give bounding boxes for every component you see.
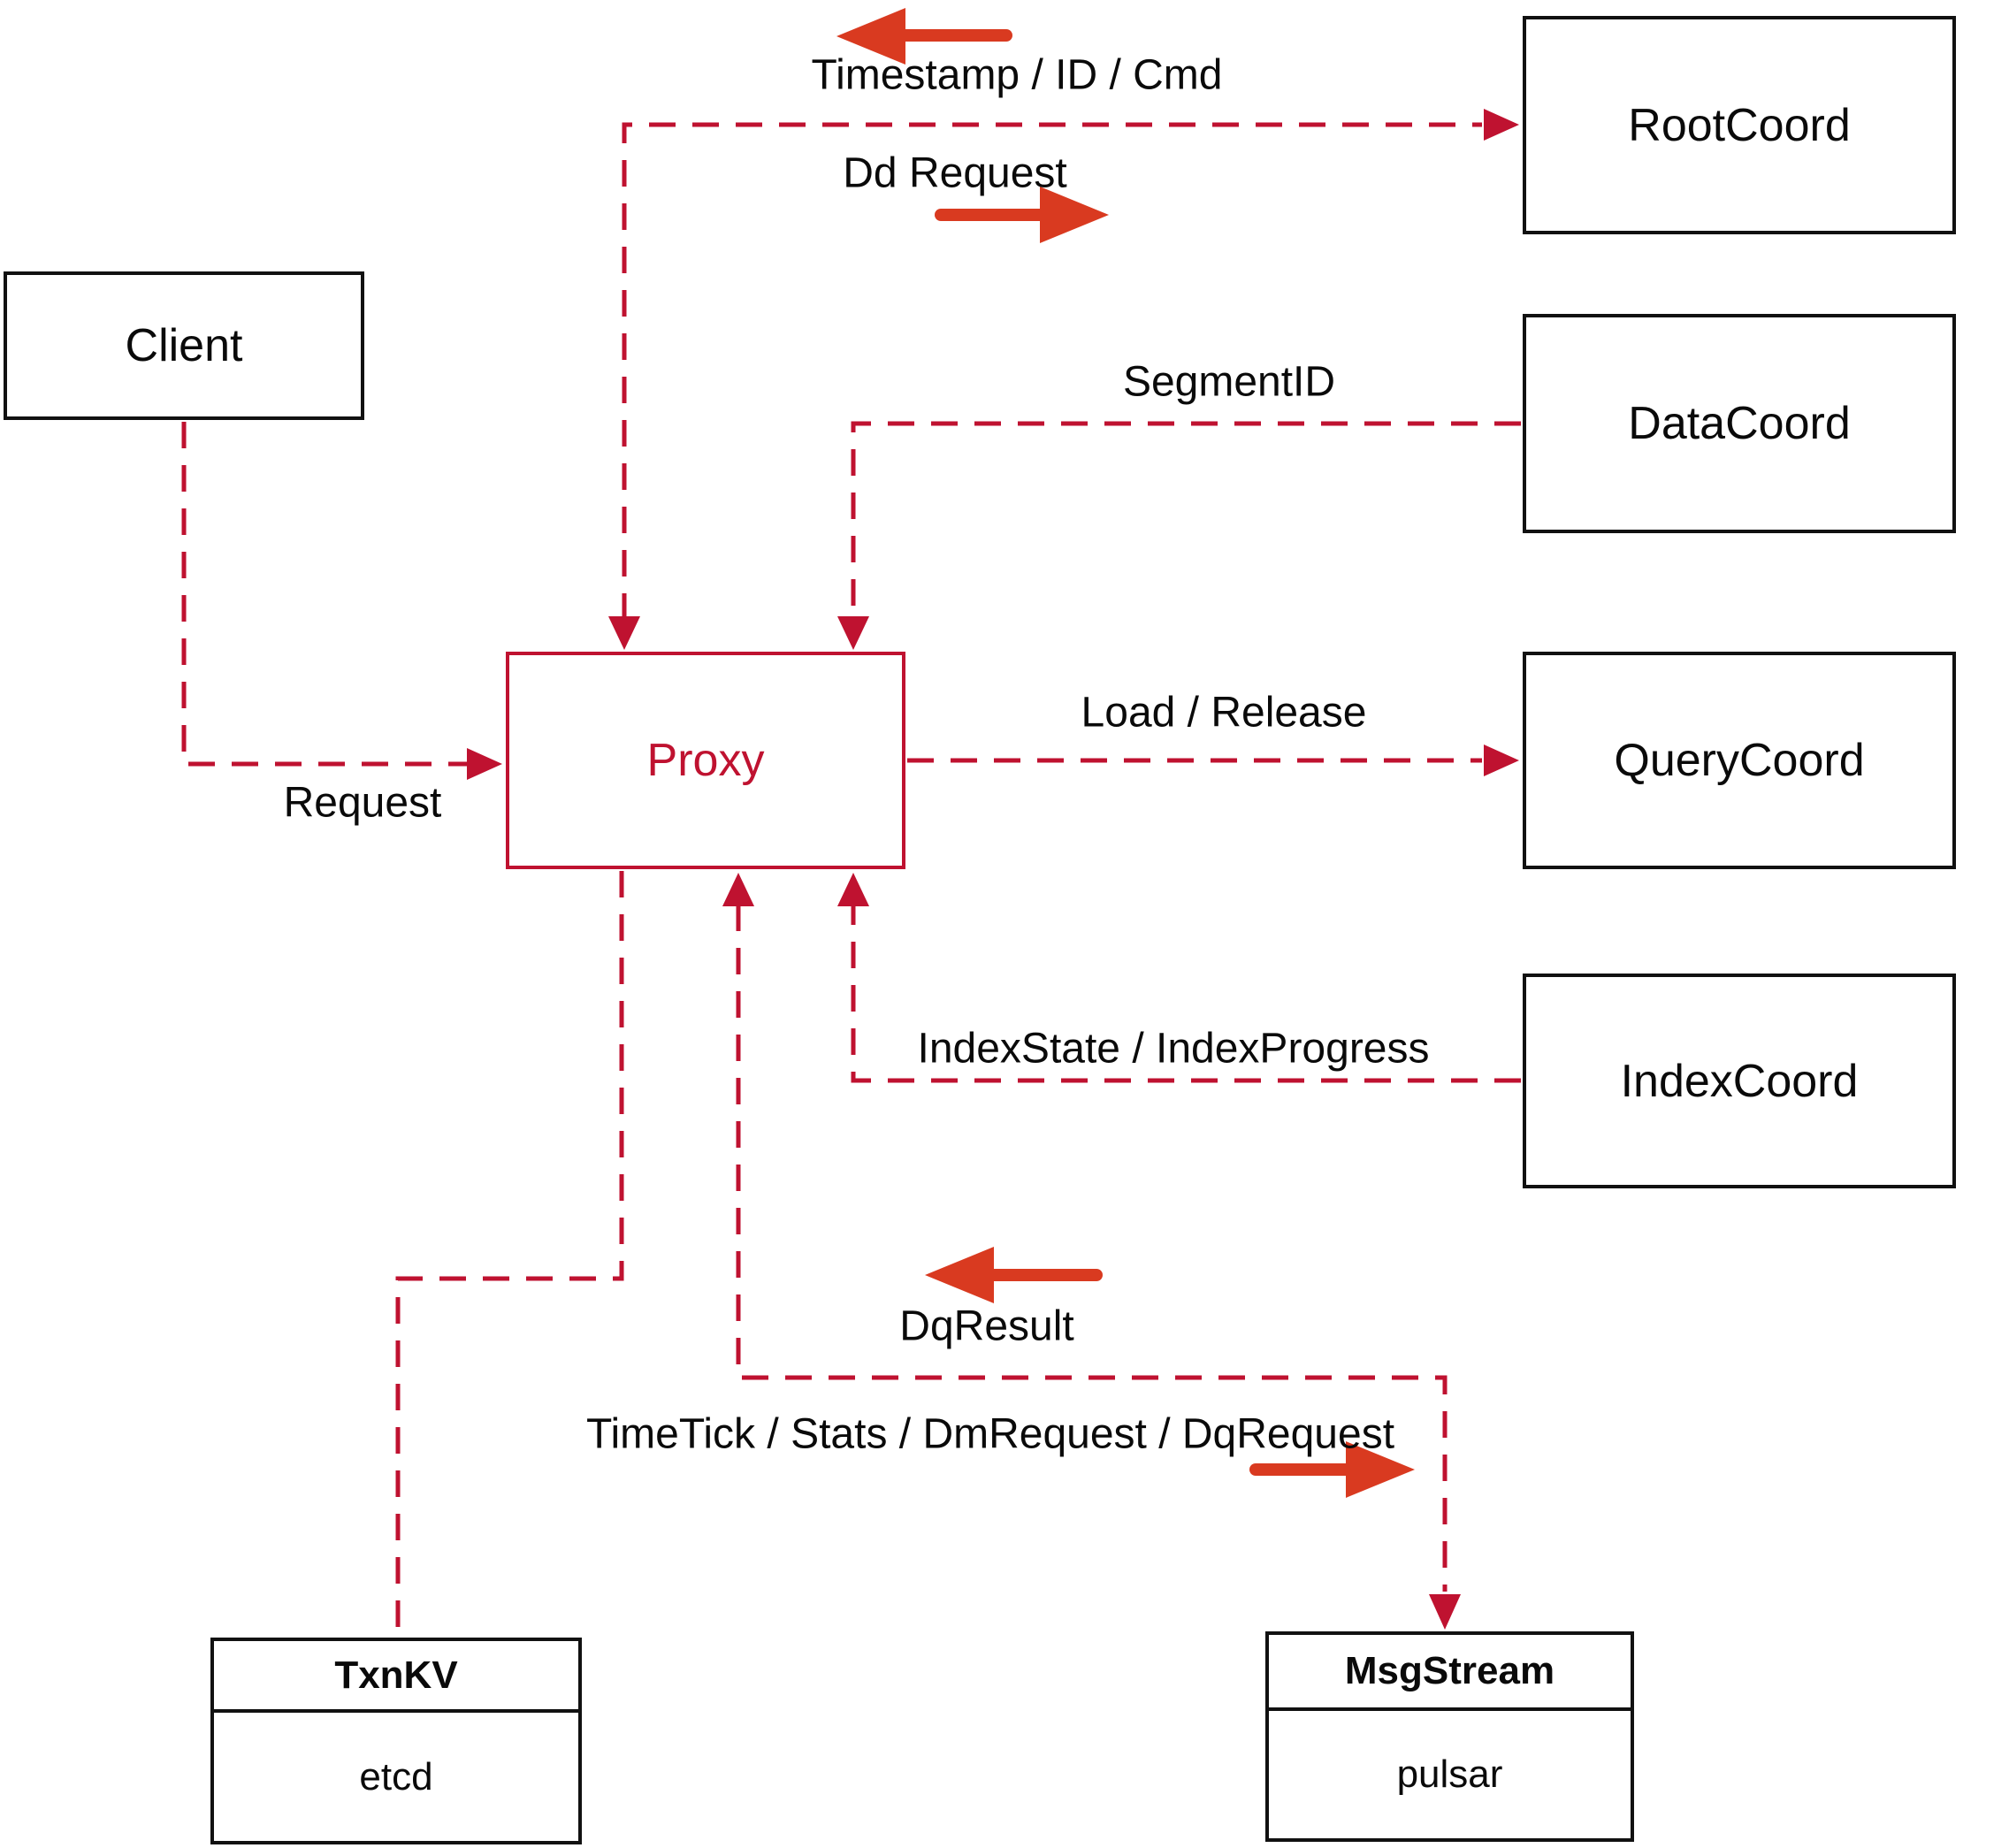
edge-label-dd-request: Dd Request bbox=[843, 149, 1067, 197]
edge-client-proxy bbox=[181, 422, 479, 767]
msgstream-node: MsgStream pulsar bbox=[1265, 1631, 1634, 1842]
arrowhead-into-proxy-bottom-right bbox=[837, 873, 869, 906]
arrowhead-into-proxy-top-right bbox=[837, 616, 869, 650]
arrowhead-into-proxy-left bbox=[467, 748, 502, 780]
edge-label-time-tick: TimeTick / Stats / DmRequest / DqRequest bbox=[585, 1410, 1395, 1458]
arrowhead-into-msgstream bbox=[1429, 1594, 1461, 1630]
indexcoord-node: IndexCoord bbox=[1523, 974, 1956, 1188]
edge-label-timestamp-id-cmd: Timestamp / ID / Cmd bbox=[811, 51, 1223, 99]
proxy-label: Proxy bbox=[646, 735, 765, 786]
client-node: Client bbox=[4, 271, 364, 420]
timestamp-direction-arrow-left bbox=[836, 8, 1012, 65]
edge-datacoord-proxy bbox=[851, 421, 1521, 620]
proxy-node: Proxy bbox=[506, 652, 905, 869]
time-tick-direction-arrow-right bbox=[1249, 1441, 1415, 1498]
msgstream-title: MsgStream bbox=[1269, 1635, 1631, 1711]
dq-result-direction-arrow-left bbox=[925, 1247, 1103, 1303]
edge-proxy-msgstream bbox=[736, 905, 1448, 1592]
edge-proxy-rootcoord bbox=[622, 122, 1482, 620]
txnkv-title: TxnKV bbox=[214, 1641, 578, 1713]
msgstream-impl: pulsar bbox=[1396, 1753, 1503, 1796]
edge-label-dq-result: DqResult bbox=[899, 1302, 1074, 1350]
txnkv-node: TxnKV etcd bbox=[210, 1638, 582, 1844]
edge-label-segment-id: SegmentID bbox=[1122, 358, 1336, 406]
arrowhead-into-proxy-top-left bbox=[608, 616, 640, 650]
rootcoord-label: RootCoord bbox=[1628, 99, 1851, 151]
edge-label-request: Request bbox=[283, 779, 442, 827]
client-label: Client bbox=[125, 320, 243, 371]
edge-label-index-state-progress: IndexState / IndexProgress bbox=[917, 1025, 1430, 1073]
edge-indexcoord-proxy bbox=[851, 903, 1521, 1083]
arrowhead-into-proxy-bottom-left bbox=[722, 873, 754, 906]
edge-proxy-txnkv bbox=[395, 871, 624, 1636]
datacoord-node: DataCoord bbox=[1523, 314, 1956, 533]
querycoord-label: QueryCoord bbox=[1614, 735, 1865, 786]
rootcoord-node: RootCoord bbox=[1523, 16, 1956, 234]
txnkv-impl: etcd bbox=[359, 1754, 433, 1798]
arrowhead-into-rootcoord bbox=[1484, 109, 1519, 141]
querycoord-node: QueryCoord bbox=[1523, 652, 1956, 869]
datacoord-label: DataCoord bbox=[1628, 398, 1851, 449]
arrowhead-into-querycoord bbox=[1484, 745, 1519, 776]
indexcoord-label: IndexCoord bbox=[1620, 1055, 1859, 1107]
edge-label-load-release: Load / Release bbox=[1081, 689, 1367, 737]
dd-request-direction-arrow-right bbox=[935, 187, 1109, 243]
